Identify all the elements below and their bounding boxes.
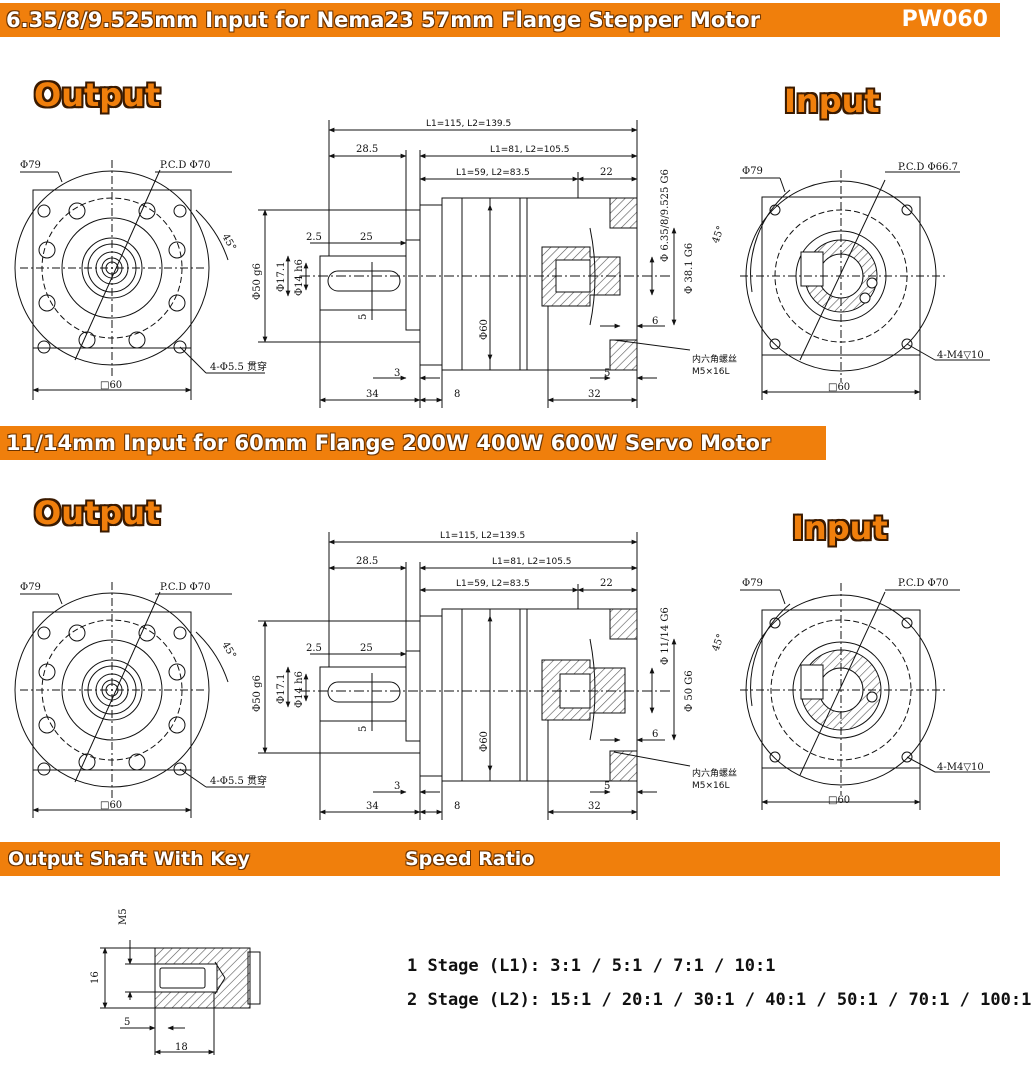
input-label-1: Input: [784, 82, 880, 120]
dim-2-5: 2.5: [306, 643, 322, 654]
dim-32: 32: [588, 389, 601, 400]
input-front-view-1: [740, 170, 990, 400]
dim-16: 16: [90, 971, 101, 984]
side-view-2: [258, 532, 691, 820]
dim-phi79: Φ79: [20, 582, 41, 593]
side-view-1: [258, 120, 691, 408]
in-pcd: P.C.D Φ66.7: [898, 162, 958, 173]
drawing-2: [14, 532, 990, 820]
in-sq60: □60: [828, 795, 850, 806]
dim-25: 25: [360, 643, 373, 654]
dim-L-short: L1=59, L2=83.5: [456, 168, 530, 178]
in-pcd: P.C.D Φ70: [898, 578, 948, 589]
header-band: 6.35/8/9.525mm Input for Nema23 57mm Fla…: [0, 3, 1000, 37]
input-front-view-2: [740, 583, 990, 810]
dim-phi17: Φ17.1: [276, 674, 287, 704]
dim-22: 22: [600, 578, 613, 589]
screw-label-2: M5×16L: [692, 781, 730, 791]
dim-22: 22: [600, 167, 613, 178]
labels-drawing-2: Φ79 P.C.D Φ70 45° 4-Φ5.5 贯穿 □60 L1=115, …: [20, 531, 984, 812]
dim-phi38: Φ 38.1 G6: [684, 243, 695, 294]
model-code: PW060: [901, 7, 988, 32]
dim-holes: 4-Φ5.5 贯穿: [210, 774, 267, 787]
in-holes: 4-M4▽10: [937, 350, 984, 361]
dim-phi50: Φ50 g6: [252, 675, 263, 712]
dim-phi60: Φ60: [479, 319, 490, 340]
in-holes: 4-M4▽10: [937, 762, 984, 773]
dim-3: 3: [394, 781, 400, 792]
ratio-title: Speed Ratio: [405, 848, 535, 870]
dim-2-5: 2.5: [306, 232, 322, 243]
section3-band: Output Shaft With Key Speed Ratio: [0, 842, 1000, 876]
dim-phi50-g6: Φ 50 G6: [684, 670, 695, 712]
output-front-view-1: [14, 160, 265, 400]
dim-3: 3: [394, 368, 400, 379]
dim-L-total: L1=115, L2=139.5: [440, 531, 525, 541]
input-label-2: Input: [792, 509, 888, 547]
dim-phi79: Φ79: [20, 160, 41, 171]
dim-phi14: Φ14 h6: [294, 259, 305, 296]
section2-band: 11/14mm Input for 60mm Flange 200W 400W …: [0, 426, 826, 460]
dim-8: 8: [454, 801, 460, 812]
dim-sq60: □60: [100, 800, 122, 811]
dim-5b: 5: [604, 368, 610, 379]
dim-angle: 45°: [219, 640, 237, 661]
in-phi79: Φ79: [742, 578, 763, 589]
dim-5: 5: [358, 314, 369, 320]
dim-L-mid: L1=81, L2=105.5: [490, 145, 570, 155]
dim-6: 6: [652, 316, 658, 327]
dim-L-total: L1=115, L2=139.5: [426, 119, 511, 129]
dim-25: 25: [360, 232, 373, 243]
dim-32: 32: [588, 801, 601, 812]
ratio-stage-2: 2 Stage (L2): 15:1 / 20:1 / 30:1 / 40:1 …: [407, 990, 1031, 1010]
dim-28-5: 28.5: [356, 556, 378, 567]
output-front-view-2: [14, 582, 265, 818]
dim-bore: Φ 6.35/8/9.525 G6: [660, 169, 671, 262]
dim-28-5: 28.5: [356, 144, 378, 155]
in-angle: 45°: [710, 633, 726, 653]
screw-label-1: 内六角螺丝: [692, 353, 737, 365]
in-sq60: □60: [828, 382, 850, 393]
dim-34: 34: [366, 389, 379, 400]
dim-m5: M5: [118, 908, 129, 925]
dim-key-5: 5: [124, 1017, 130, 1028]
section2-title: 11/14mm Input for 60mm Flange 200W 400W …: [6, 431, 771, 455]
dim-bore: Φ 11/14 G6: [660, 607, 671, 665]
dim-L-short: L1=59, L2=83.5: [456, 579, 530, 589]
drawings-canvas: Φ79 P.C.D Φ70 45° 4-Φ5.5 贯穿 □60 L1=115, …: [14, 119, 990, 1055]
labels-drawing-1: Φ79 P.C.D Φ70 45° 4-Φ5.5 贯穿 □60 L1=115, …: [20, 119, 984, 400]
screw-label-2: M5×16L: [692, 367, 730, 377]
dim-5: 5: [358, 726, 369, 732]
dim-phi17: Φ17.1: [276, 262, 287, 292]
drawing-1: [14, 120, 990, 408]
dim-phi14: Φ14 h6: [294, 671, 305, 708]
shaft-title: Output Shaft With Key: [8, 848, 250, 870]
in-phi79: Φ79: [742, 166, 763, 177]
dim-L-mid: L1=81, L2=105.5: [492, 557, 572, 567]
labels-key-shaft: M5 16 5 18: [90, 908, 188, 1053]
dim-pcd: P.C.D Φ70: [160, 160, 210, 171]
dim-sq60: □60: [100, 380, 122, 391]
dim-angle: 45°: [219, 232, 237, 253]
key-shaft-drawing: [100, 940, 261, 1055]
output-label-1: Output: [34, 76, 161, 114]
dim-5b: 5: [604, 781, 610, 792]
in-angle: 45°: [710, 225, 726, 245]
ratio-stage-1: 1 Stage (L1): 3:1 / 5:1 / 7:1 / 10:1: [407, 956, 776, 976]
screw-label-1: 内六角螺丝: [692, 767, 737, 779]
dim-34: 34: [366, 801, 379, 812]
dim-holes: 4-Φ5.5 贯穿: [210, 360, 267, 373]
dim-18: 18: [175, 1042, 188, 1053]
output-label-2: Output: [34, 494, 161, 532]
dim-phi50: Φ50 g6: [252, 263, 263, 300]
header-title: 6.35/8/9.525mm Input for Nema23 57mm Fla…: [6, 8, 761, 32]
dim-8: 8: [454, 389, 460, 400]
dim-phi60: Φ60: [479, 731, 490, 752]
dim-6: 6: [652, 729, 658, 740]
dim-pcd: P.C.D Φ70: [160, 582, 210, 593]
